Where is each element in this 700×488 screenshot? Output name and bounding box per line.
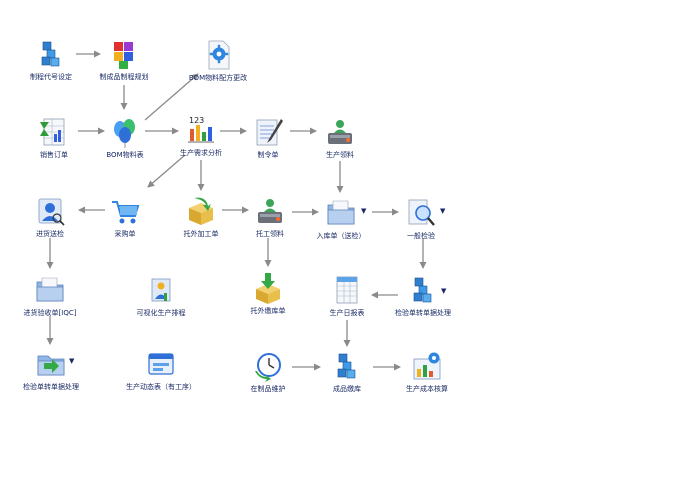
node-sales-order[interactable]: 销售订单 [9, 115, 99, 160]
colored-blocks-icon [114, 42, 133, 69]
node-demand-analysis[interactable]: 123 生产需求分析 [156, 113, 246, 158]
node-finished-warehouse[interactable]: 成品缴库 [302, 349, 392, 394]
node-outsource-order[interactable]: 托外加工单 [156, 194, 246, 239]
node-label: BOM物料配方更改 [188, 74, 248, 82]
chevron-down-icon[interactable]: ▼ [361, 207, 367, 215]
node-general-inspection[interactable]: 一般检验 [376, 196, 466, 241]
node-production-pick[interactable]: 生产领料 [295, 115, 385, 160]
node-label: 检验单转单据处理 [395, 309, 451, 317]
arrow-bom-to-bomchange [144, 73, 199, 121]
blocks-icon [413, 277, 432, 303]
window-icon [148, 353, 174, 375]
blocks-icon [337, 353, 356, 379]
node-wip-maintenance[interactable]: 在制品维护 [223, 349, 313, 394]
node-label: 生产动态表（有工序） [126, 383, 196, 391]
node-cost-accounting[interactable]: 生产成本核算 [382, 349, 472, 394]
gear-chart-icon [413, 352, 441, 380]
box-down-arrow-icon [256, 273, 280, 304]
node-inspection-process-2[interactable]: 检验单转单据处理 [6, 347, 96, 392]
balloons-icon [114, 119, 135, 148]
person-drive-icon [328, 120, 352, 144]
node-label: 生产需求分析 [180, 149, 222, 157]
node-purchase-order[interactable]: 采购单 [80, 194, 170, 239]
node-label: 采购单 [114, 230, 136, 238]
node-bom-change[interactable]: BOM物料配方更改 [173, 38, 263, 83]
folder-document-icon [36, 277, 64, 302]
node-label: 托外缴库单 [250, 307, 286, 315]
clock-icon [255, 353, 281, 382]
folder-arrow-icon [37, 355, 65, 376]
node-work-order[interactable]: 制令单 [223, 115, 313, 160]
spreadsheet-icon [336, 276, 358, 304]
node-outsource-warehouse[interactable]: 托外缴库单 [223, 271, 313, 316]
node-arrival-inspection[interactable]: 进货送检 [5, 194, 95, 239]
cart-icon [112, 201, 140, 224]
svg-text:123: 123 [189, 116, 204, 125]
node-inspection-process[interactable]: 检验单转单据处理 [378, 273, 468, 318]
folder-document-icon [327, 200, 355, 225]
node-dynamic-table[interactable]: 生产动态表（有工序） [116, 347, 206, 392]
node-label: 入库单（送检） [316, 232, 366, 240]
person-chart-icon [151, 278, 171, 302]
chevron-down-icon[interactable]: ▼ [440, 207, 446, 215]
chevron-down-icon[interactable]: ▼ [69, 357, 75, 365]
node-label: 进货验收单[IQC] [23, 309, 77, 317]
node-visual-schedule[interactable]: 可视化生产排程 [116, 273, 206, 318]
node-bom-table[interactable]: BOM物料表 [80, 115, 170, 160]
arrow-demand-to-purchase [147, 154, 186, 188]
node-label: 可视化生产排程 [136, 309, 186, 317]
person-drive-icon [258, 199, 282, 223]
node-instock-inspection[interactable]: 入库单（送检） [296, 196, 386, 241]
node-label: 销售订单 [40, 151, 68, 159]
gear-document-icon [208, 40, 230, 70]
node-label: 在制品维护 [250, 385, 286, 393]
node-label: 进货送检 [36, 230, 64, 238]
node-label: 制程代号设定 [30, 73, 72, 81]
node-label: 生产日报表 [329, 309, 365, 317]
node-label: 成品缴库 [333, 385, 361, 393]
box-arrow-icon [189, 197, 213, 225]
node-code-setup[interactable]: 制程代号设定 [6, 37, 96, 82]
excel-sheet-icon [40, 118, 65, 146]
analysis-chart-icon: 123 [188, 116, 214, 143]
chevron-down-icon[interactable]: ▼ [441, 287, 447, 295]
node-label: 制成品制程规划 [99, 73, 149, 81]
node-label: 检验单转单据处理 [23, 383, 79, 391]
blocks-icon [41, 41, 60, 67]
node-outsource-pick[interactable]: 托工领料 [225, 194, 315, 239]
node-label: 生产成本核算 [406, 385, 448, 393]
node-label: 托外加工单 [183, 230, 219, 238]
person-search-icon [38, 198, 65, 226]
node-iqc-receipt[interactable]: 进货验收单[IQC] [5, 273, 95, 318]
node-label: 制令单 [257, 151, 279, 159]
pen-notepad-icon [256, 119, 283, 146]
node-label: 托工领料 [256, 230, 284, 238]
node-label: 生产领料 [326, 151, 354, 159]
node-label: 一般检验 [407, 232, 435, 240]
node-product-plan[interactable]: 制成品制程规划 [79, 37, 169, 82]
node-label: BOM物料表 [106, 151, 144, 159]
search-icon [408, 199, 435, 226]
node-daily-report[interactable]: 生产日报表 [302, 273, 392, 318]
